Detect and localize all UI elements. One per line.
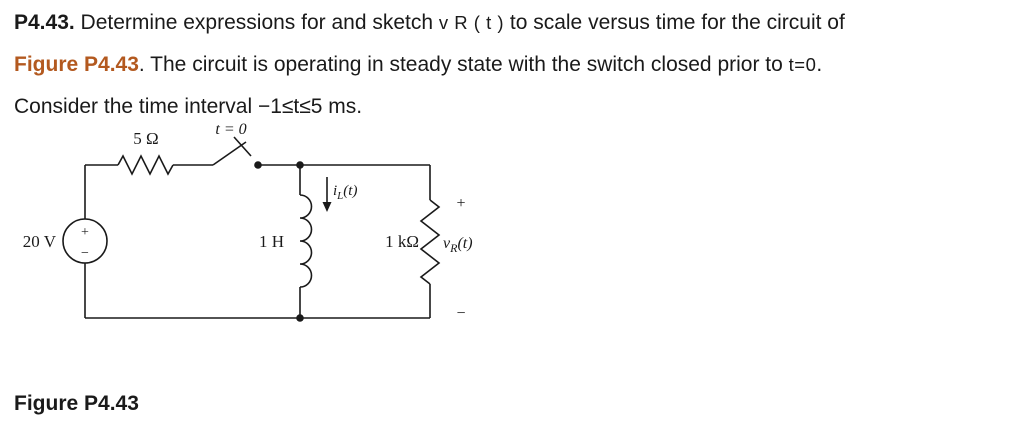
switch-cross-mark	[233, 136, 252, 157]
math-t0-inline: t=0	[788, 54, 817, 75]
node-dot-inductor-bottom	[296, 314, 304, 322]
problem-text-segment: .	[816, 53, 823, 76]
problem-number: P4.43.	[14, 11, 75, 34]
circuit-diagram: t = 0 5 Ω 20 V + − 1 H iL(t) 1 kΩ vR(t) …	[23, 121, 473, 322]
figure-caption: Figure P4.43	[14, 392, 139, 415]
voltage-args: (t)	[457, 235, 472, 252]
load-resistor-1k	[419, 199, 441, 285]
load-plus-sign: +	[456, 195, 465, 212]
source-plus-sign: +	[81, 225, 89, 240]
figure-reference[interactable]: Figure P4.43	[14, 53, 139, 76]
problem-text-segment: to scale versus time for the circuit of	[504, 11, 845, 34]
voltage-subscript: R	[449, 241, 458, 255]
load-resistor-label: 1 kΩ	[385, 232, 419, 251]
problem-line-1: P4.43. Determine expressions for and ske…	[14, 2, 1018, 44]
inductor-coil	[299, 194, 313, 288]
current-subscript: L	[336, 190, 343, 202]
math-vr-inline: v R ( t )	[438, 12, 505, 33]
circuit-figure: t = 0 5 Ω 20 V + − 1 H iL(t) 1 kΩ vR(t) …	[0, 115, 520, 345]
inductor-current-arrowhead	[322, 202, 332, 212]
node-dot-switch-contact	[254, 161, 262, 169]
junction-dots	[254, 161, 304, 322]
problem-text-segment: Determine expressions for and sketch	[74, 11, 439, 34]
load-voltage-label: vR(t)	[443, 235, 473, 255]
circuit-wires	[62, 136, 441, 319]
switch-blade	[212, 141, 247, 166]
problem-statement: P4.43. Determine expressions for and ske…	[14, 2, 1018, 128]
voltage-source	[62, 218, 108, 264]
series-resistor-5ohm	[117, 154, 174, 176]
problem-line-2: Figure P4.43. The circuit is operating i…	[14, 44, 1018, 86]
wire	[84, 164, 431, 319]
current-args: (t)	[343, 183, 357, 199]
switch	[212, 136, 252, 166]
inductor-current-label: iL(t)	[333, 183, 357, 202]
series-resistor-label: 5 Ω	[133, 129, 158, 148]
node-dot-inductor-top	[296, 161, 304, 169]
load-minus-sign: −	[456, 305, 465, 322]
current-symbol: i	[333, 183, 337, 199]
source-minus-sign: −	[81, 246, 89, 261]
voltage-symbol: v	[443, 235, 451, 252]
problem-line-3: Consider the time interval −1≤t≤5 ms.	[14, 95, 363, 118]
switch-label: t = 0	[215, 121, 246, 138]
inductor-label: 1 H	[259, 232, 284, 251]
problem-text-segment: . The circuit is operating in steady sta…	[138, 53, 789, 76]
source-label: 20 V	[23, 232, 57, 251]
